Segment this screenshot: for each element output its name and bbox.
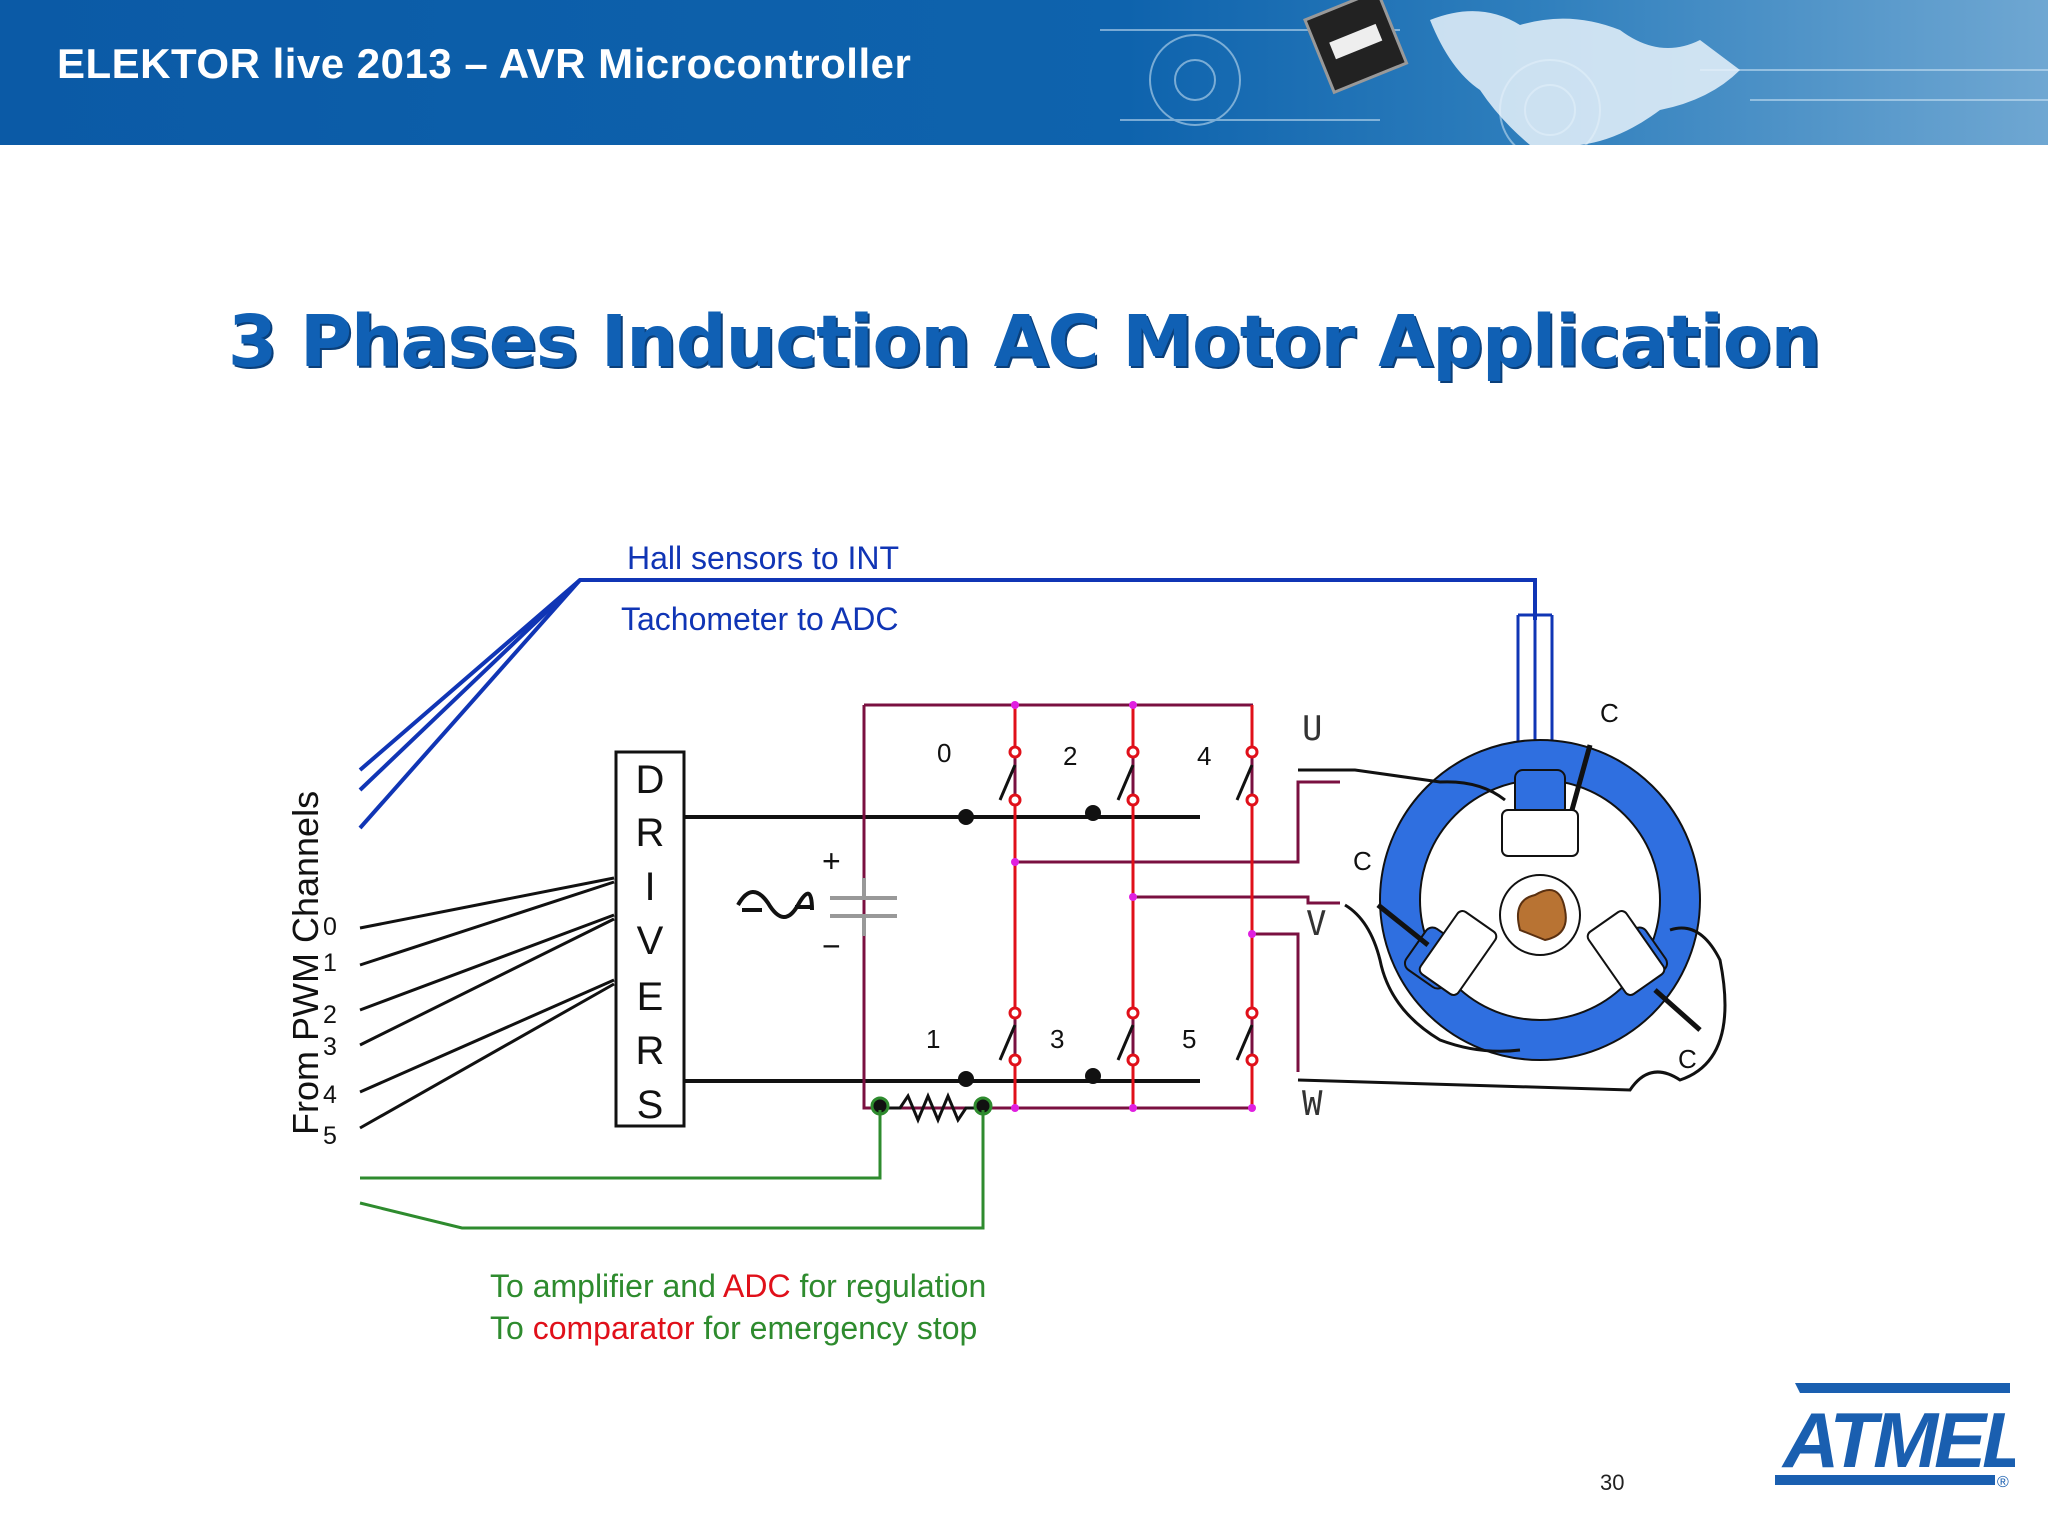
chip-icon [1303, 0, 1409, 95]
header-title: ELEKTOR live 2013 – AVR Microcontroller [57, 40, 912, 87]
svg-text:+: + [822, 843, 841, 879]
svg-text:R: R [636, 811, 665, 855]
junctions [1011, 701, 1256, 1112]
svg-text:−: − [822, 928, 841, 964]
capacitor-symbol [830, 878, 897, 936]
svg-text:5: 5 [1182, 1024, 1196, 1054]
channel-numbers: 0 1 2 3 4 5 [323, 913, 337, 1150]
svg-text:4: 4 [1197, 741, 1211, 771]
page-number: 30 [1600, 1470, 1625, 1495]
pwm-lines [359, 876, 615, 1130]
svg-text:3: 3 [1050, 1024, 1064, 1054]
motor-wires [1297, 744, 1727, 1092]
svg-text:2: 2 [1063, 741, 1077, 771]
phase-labels: U V W [1302, 709, 1326, 1124]
svg-text:1: 1 [926, 1024, 940, 1054]
svg-text:U: U [1302, 709, 1322, 749]
svg-text:C: C [1678, 1044, 1697, 1074]
svg-text:I: I [644, 865, 655, 909]
svg-text:C: C [1353, 846, 1372, 876]
hall-sensor-lines [358, 578, 1554, 830]
svg-text:V: V [637, 919, 664, 963]
squirrel-icon [1516, 889, 1567, 942]
note-emergency: To comparator for emergency stop [490, 1310, 977, 1346]
atmel-logo: ATMEL ® [1775, 1383, 2015, 1491]
logo-text: ATMEL [1781, 1396, 2015, 1484]
header-artwork [1100, 0, 2048, 145]
slide-title: 3 Phases Induction AC Motor Application [227, 300, 1821, 383]
channel-number: 2 [323, 1001, 337, 1029]
channel-number: 3 [323, 1033, 337, 1061]
svg-text:V: V [1306, 904, 1326, 944]
header-banner: ELEKTOR live 2013 – AVR Microcontroller [0, 0, 2048, 145]
drivers-letters: D R I V E R S [636, 758, 665, 1127]
svg-text:D: D [636, 758, 665, 802]
svg-text:0: 0 [937, 738, 951, 768]
svg-text:R: R [636, 1029, 665, 1073]
note-regulation: To amplifier and ADC for regulation [490, 1268, 986, 1304]
switch-numbers: 0 2 4 1 3 5 [926, 738, 1211, 1054]
channel-number: 0 [323, 913, 337, 941]
svg-text:S: S [637, 1083, 664, 1127]
channel-number: 1 [323, 949, 337, 977]
hall-label: Hall sensors to INT [627, 540, 899, 576]
tacho-label: Tachometer to ADC [621, 601, 898, 637]
svg-text:W: W [1302, 1084, 1323, 1124]
feedback-lines [359, 1110, 985, 1230]
switches [998, 745, 1259, 1067]
ac-source-icon [736, 890, 814, 919]
svg-text:E: E [637, 975, 664, 1019]
svg-text:®: ® [1997, 1474, 2009, 1491]
svg-text:C: C [1600, 698, 1619, 728]
world-map-shape [1430, 11, 1740, 145]
channel-number: 5 [323, 1122, 337, 1150]
channel-number: 4 [323, 1081, 337, 1109]
shunt-resistor [880, 1092, 985, 1124]
motor-stator [1379, 739, 1701, 1061]
pwm-label: From PWM Channels [285, 791, 326, 1135]
drivers-box [614, 750, 686, 1128]
coil-labels: C C C [1353, 698, 1697, 1074]
